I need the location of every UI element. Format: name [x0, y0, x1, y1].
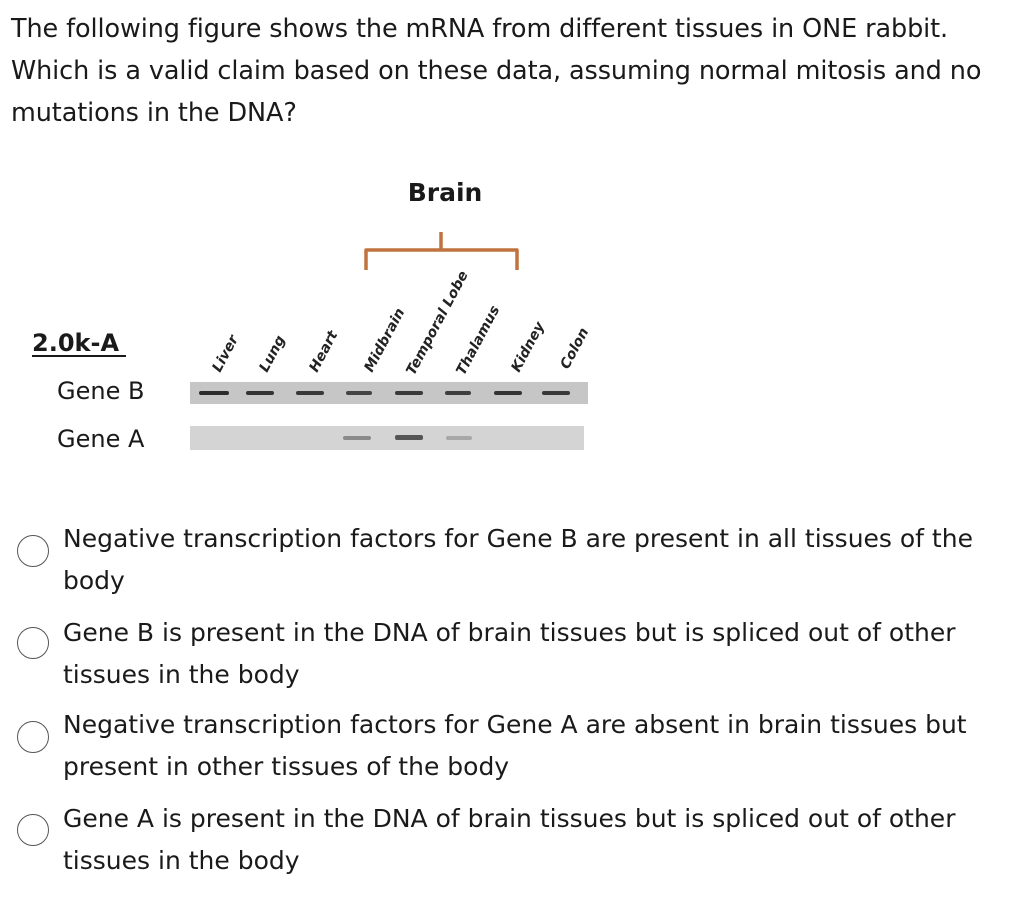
gene-b-band-lung	[246, 391, 274, 395]
gene-b-band-temporal-lobe	[395, 391, 423, 395]
mrna-gel-figure: Brain Liver Lung Heart Midbrain Temporal…	[0, 170, 620, 470]
size-marker-label: 2.0k-A	[32, 329, 119, 357]
lane-label-midbrain: Midbrain	[361, 306, 408, 375]
lane-labels: Liver Lung Heart Midbrain Temporal Lobe …	[209, 268, 592, 378]
gene-b-band-liver	[199, 391, 229, 395]
choice-1-text[interactable]: Negative transcription factors for Gene …	[63, 524, 973, 595]
gene-b-gel-row	[190, 382, 588, 404]
lane-label-thalamus: Thalamus	[453, 303, 503, 378]
lane-label-colon: Colon	[557, 325, 592, 372]
gel-image: Brain Liver Lung Heart Midbrain Temporal…	[32, 178, 592, 453]
lane-label-liver: Liver	[209, 332, 242, 375]
choice-2-text[interactable]: Gene B is present in the DNA of brain ti…	[63, 618, 956, 689]
gene-a-band-midbrain	[343, 436, 371, 440]
row-label-gene-a: Gene A	[57, 425, 145, 453]
row-label-gene-b: Gene B	[57, 377, 144, 405]
choice-4-text[interactable]: Gene A is present in the DNA of brain ti…	[63, 804, 956, 875]
gene-b-band-heart	[296, 391, 324, 395]
gene-b-gel-strip	[190, 382, 588, 404]
choice-3-text[interactable]: Negative transcription factors for Gene …	[63, 710, 967, 781]
gene-a-band-thalamus	[446, 436, 472, 440]
lane-label-heart: Heart	[306, 327, 342, 375]
choice-1-radio[interactable]	[17, 535, 49, 567]
choice-4-radio[interactable]	[17, 814, 49, 846]
brain-bracket	[364, 232, 519, 270]
gene-b-band-kidney	[494, 391, 522, 395]
question-text: The following figure shows the mRNA from…	[11, 14, 982, 128]
lane-label-kidney: Kidney	[508, 319, 548, 375]
brain-group-label: Brain	[408, 178, 483, 207]
gene-b-band-midbrain	[346, 391, 372, 395]
gene-b-band-colon	[542, 391, 570, 395]
gene-a-gel-strip	[190, 426, 584, 450]
choice-3-radio[interactable]	[17, 721, 49, 753]
gene-a-band-temporal-lobe	[395, 435, 423, 440]
gene-a-gel-row	[190, 426, 584, 450]
gene-b-band-thalamus	[445, 391, 471, 395]
lane-label-lung: Lung	[256, 333, 288, 375]
choice-2-radio[interactable]	[17, 627, 49, 659]
